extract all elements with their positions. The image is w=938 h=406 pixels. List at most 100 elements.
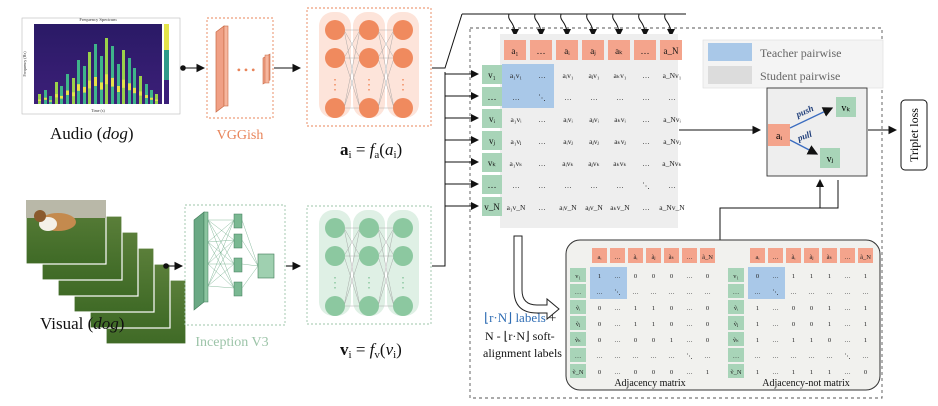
audio-mlp: ⋮⋮⋮ bbox=[306, 7, 432, 127]
sim-cell: ⋱ bbox=[642, 181, 650, 190]
adjacency-caption: Adjacency matrix bbox=[614, 378, 685, 389]
adj-col-header-label: aᵢ bbox=[756, 254, 761, 261]
adj-cell: ⋱ bbox=[686, 353, 693, 360]
adj-cell: 1 bbox=[756, 305, 759, 312]
adj-cell: 1 bbox=[810, 369, 813, 376]
triplet-box: aᵢ vₖ vⱼ push pull bbox=[766, 87, 868, 177]
adj-row-header bbox=[728, 316, 744, 330]
spectrogram-peak bbox=[133, 87, 136, 94]
adj-col-header-label: aᵢ bbox=[598, 254, 603, 261]
sim-cell: aᵢv_N bbox=[559, 203, 577, 212]
sim-cell: aᵢv₁ bbox=[563, 71, 574, 80]
adj-row-header bbox=[570, 268, 586, 282]
mlp-edge bbox=[343, 227, 361, 257]
sim-row-header-label: vₖ bbox=[488, 158, 497, 168]
adj-cell: 0 bbox=[634, 369, 637, 376]
adj-row-header-label: ṽᵢ bbox=[576, 305, 581, 312]
adj-cell: … bbox=[686, 337, 693, 344]
sim-cell: … bbox=[538, 137, 546, 146]
spectrogram-band bbox=[133, 68, 136, 104]
adj-col-header-label: ãⱼ bbox=[651, 254, 655, 261]
mlp-edge bbox=[343, 227, 361, 307]
sim-cell: aₖvᵢ bbox=[614, 115, 626, 124]
adj-row-header bbox=[570, 316, 586, 330]
sim-row-header bbox=[482, 175, 502, 194]
sim-cell: aₖv_N bbox=[610, 203, 630, 212]
top-feed-arrow bbox=[560, 13, 571, 37]
adj-cell: … bbox=[772, 337, 779, 344]
sim-cell: … bbox=[538, 115, 546, 124]
adj-cell: … bbox=[844, 305, 851, 312]
sim-row-header bbox=[482, 197, 502, 216]
spectrogram-peak bbox=[117, 86, 120, 92]
spectrum-ylabel: Frequency (Hz) bbox=[22, 51, 27, 77]
sim-cell: … bbox=[512, 181, 520, 190]
adj-col-header bbox=[822, 248, 837, 263]
inception-edge bbox=[207, 241, 235, 265]
spectrogram-band bbox=[55, 82, 58, 104]
spectrogram-peak bbox=[150, 97, 153, 100]
sim-row-header bbox=[482, 153, 502, 172]
pairwise-legend: Teacher pairwise Student pairwise bbox=[702, 39, 884, 89]
adj-cell: 0 bbox=[652, 273, 655, 280]
adj-cell: … bbox=[704, 289, 711, 296]
adj-cell: 0 bbox=[670, 273, 673, 280]
spectrogram-band bbox=[77, 60, 80, 104]
mlp-ellipsis: ⋮ bbox=[396, 78, 410, 93]
labels-note-line2: N - ⌊r·N⌋ soft- bbox=[485, 329, 555, 343]
adj-cell: … bbox=[790, 289, 797, 296]
vggish-dots: • • • bbox=[237, 63, 256, 77]
sim-cell: aᵢvᵢ bbox=[563, 115, 573, 124]
spectrogram-peak bbox=[139, 91, 142, 96]
sim-cell: … bbox=[538, 203, 546, 212]
adj-cell: … bbox=[754, 289, 761, 296]
spectrogram-peak bbox=[49, 100, 52, 102]
mlp-ellipsis: ⋮ bbox=[396, 276, 410, 291]
sim-row-header-label: v_N bbox=[484, 202, 500, 212]
frame-background bbox=[26, 200, 106, 218]
mlp-ellipsis: ⋮ bbox=[362, 276, 376, 291]
spectrogram-peak bbox=[94, 77, 97, 86]
inception-edge bbox=[241, 219, 259, 267]
sim-cell: aⱼv_N bbox=[585, 203, 603, 212]
adj-col-header bbox=[700, 248, 715, 263]
inception-output bbox=[257, 253, 275, 279]
spectrogram-peak bbox=[88, 80, 91, 89]
adj-teacher-block bbox=[748, 267, 785, 299]
adj-cell: … bbox=[614, 321, 621, 328]
adj-cell: … bbox=[686, 305, 693, 312]
mlp-neuron bbox=[359, 98, 379, 118]
sim-col-header bbox=[634, 40, 656, 60]
mlp-neuron bbox=[359, 296, 379, 316]
adj-cell: … bbox=[862, 289, 869, 296]
adj-cell: … bbox=[790, 353, 797, 360]
adj-cell: … bbox=[704, 353, 711, 360]
mlp-ellipsis: ⋮ bbox=[328, 78, 342, 93]
dog-head bbox=[34, 210, 46, 222]
adj-row-header bbox=[570, 364, 586, 378]
adj-cell: 1 bbox=[756, 369, 759, 376]
adj-col-header bbox=[768, 248, 783, 263]
inception-block bbox=[184, 204, 286, 326]
adj-col-header bbox=[786, 248, 801, 263]
adj-col-header bbox=[592, 248, 607, 263]
inception-edge bbox=[207, 219, 235, 289]
adj-cell: 0 bbox=[652, 369, 655, 376]
sim-row-header-label: … bbox=[488, 92, 497, 102]
sim-cell: … bbox=[538, 181, 546, 190]
top-feed-arrow bbox=[534, 13, 545, 37]
spectrogram-peak bbox=[105, 74, 108, 85]
adj-cell: 1 bbox=[828, 273, 831, 280]
adj-cell: … bbox=[596, 289, 603, 296]
mlp-neuron bbox=[359, 48, 379, 68]
adj-col-header bbox=[646, 248, 661, 263]
adj-cell: … bbox=[614, 369, 621, 376]
inception-edge bbox=[207, 285, 235, 289]
sim-cell: aⱼvᵢ bbox=[589, 115, 599, 124]
spectrogram-peak bbox=[38, 99, 41, 101]
adj-cell: 1 bbox=[792, 273, 795, 280]
label-flow-arrow bbox=[513, 235, 560, 321]
inception-label: Inception V3 bbox=[195, 335, 268, 350]
audio-connector-dot bbox=[180, 65, 186, 71]
adj-cell: 0 bbox=[598, 305, 601, 312]
